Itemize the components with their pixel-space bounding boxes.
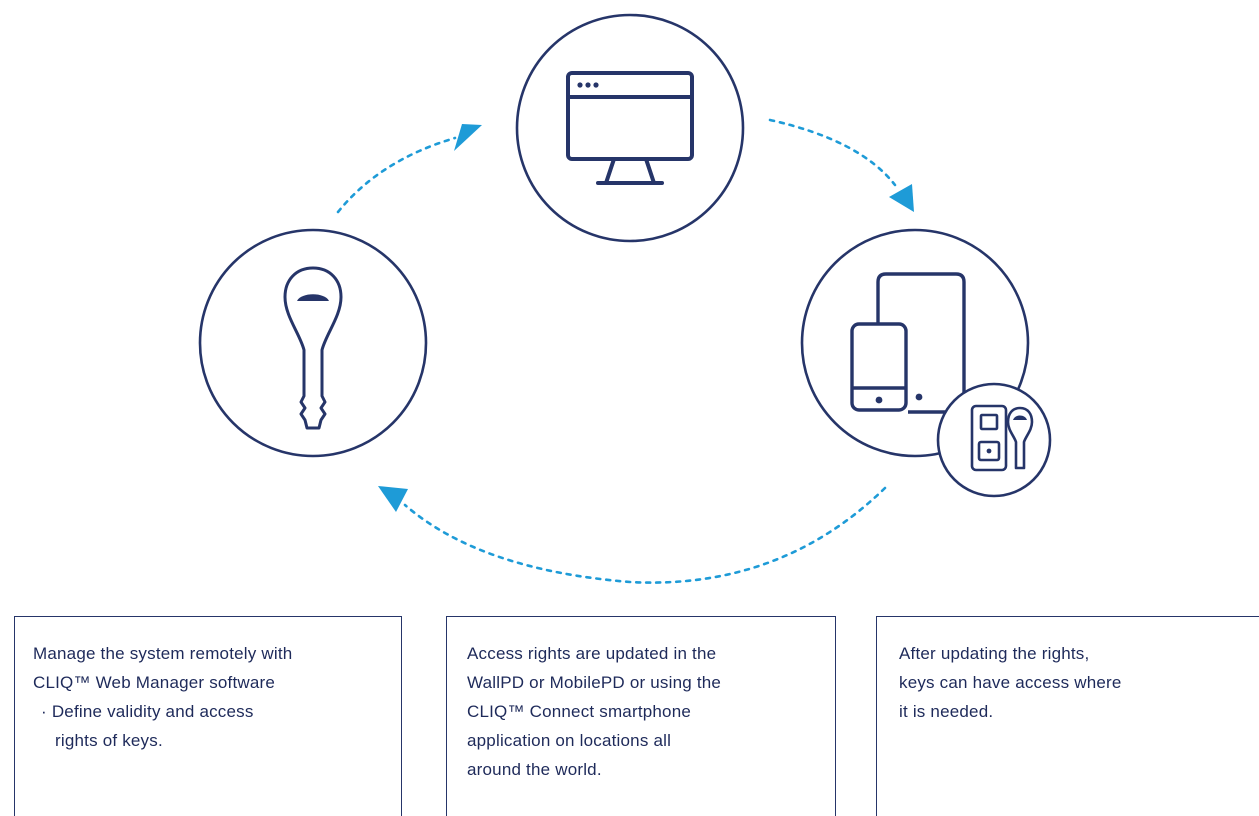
cycle-diagram [198, 13, 1052, 584]
wallpd-badge [936, 382, 1052, 498]
access-text: Access rights are updated in the WallPD … [467, 639, 835, 784]
manage-line-1: Manage the system remotely with [33, 644, 293, 663]
access-line-4: application on locations all [467, 731, 672, 750]
manage-line-2: CLIQ™ Web Manager software [33, 673, 276, 692]
access-line-5: around the world. [467, 760, 602, 779]
desktop-monitor-icon [566, 71, 694, 185]
key-window [297, 294, 329, 301]
after-line-3: it is needed. [899, 702, 994, 721]
wallpd-dot [986, 448, 992, 454]
manage-text: Manage the system remotely with CLIQ™ We… [33, 639, 401, 755]
wallpd-key-icon [970, 404, 1034, 472]
phone-home-dot [875, 396, 883, 404]
key-circle [198, 228, 428, 458]
manage-bullet-line-1: Define validity and access [51, 702, 254, 721]
browser-dots [577, 82, 599, 88]
badge-key-window [1013, 415, 1027, 420]
tablet-home-dot [915, 393, 923, 401]
cliq-key-icon [283, 266, 343, 430]
after-box: After updating the rights, keys can have… [876, 616, 1259, 816]
access-line-3: CLIQ™ Connect smartphone [467, 702, 692, 721]
arrowheads [378, 124, 914, 512]
access-box: Access rights are updated in the WallPD … [446, 616, 836, 816]
access-line-2: WallPD or MobilePD or using the [467, 673, 722, 692]
devices-node [800, 228, 1052, 498]
arrowhead-top-right [889, 184, 914, 212]
manage-bullet: · Define validity and access rights of ke… [33, 697, 401, 755]
arrow-key-to-web [336, 136, 457, 214]
after-line-2: keys can have access where [899, 673, 1122, 692]
web-manager-circle [515, 13, 745, 243]
after-text: After updating the rights, keys can have… [899, 639, 1259, 726]
badge-circle [936, 382, 1052, 498]
manage-bullet-line-2: rights of keys. [55, 731, 163, 750]
key-node [198, 228, 428, 458]
access-line-1: Access rights are updated in the [467, 644, 717, 663]
bullet-mark: · [41, 702, 47, 721]
arrow-devices-to-key [403, 486, 887, 584]
arrowhead-top-left [454, 124, 482, 151]
manage-box: Manage the system remotely with CLIQ™ We… [14, 616, 402, 816]
after-line-1: After updating the rights, [899, 644, 1090, 663]
web-manager-node [515, 13, 745, 243]
cycle-arrows [336, 118, 897, 584]
arrow-web-to-devices [768, 118, 897, 187]
arrowhead-bottom-left [378, 486, 408, 512]
